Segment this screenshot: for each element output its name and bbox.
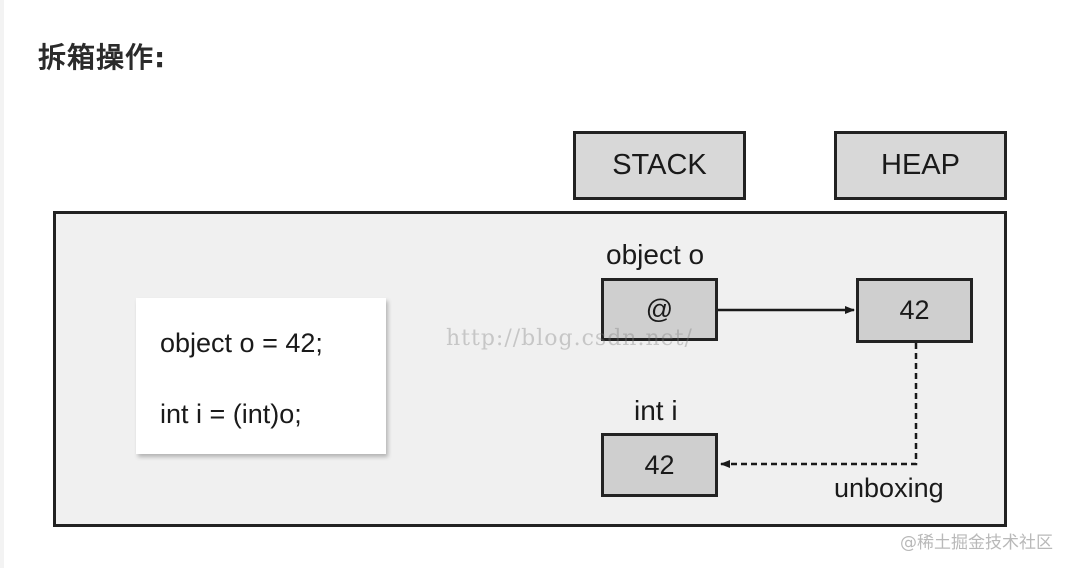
int-i-label: int i: [634, 395, 678, 426]
int-i-value-cell: 42: [601, 433, 718, 497]
object-o-reference-cell: @: [601, 278, 718, 341]
stack-region-label: STACK: [573, 131, 746, 200]
unboxing-label: unboxing: [834, 473, 944, 503]
object-o-label: object o: [606, 239, 705, 270]
page-gutter: [0, 0, 4, 568]
source-credit: @稀土掘金技术社区: [900, 533, 1053, 553]
watermark-text: http://blog.csdn.net/: [446, 326, 693, 351]
code-snippet-card: [136, 298, 386, 454]
code-line-boxing: object o = 42;: [160, 328, 323, 358]
code-line-unboxing: int i = (int)o;: [160, 399, 302, 429]
section-heading: 拆箱操作:: [38, 41, 167, 74]
memory-diagram-frame: [53, 211, 1007, 527]
heap-boxed-value-cell: 42: [856, 278, 973, 343]
unboxing-arrow: [720, 343, 918, 468]
heap-region-label: HEAP: [834, 131, 1007, 200]
